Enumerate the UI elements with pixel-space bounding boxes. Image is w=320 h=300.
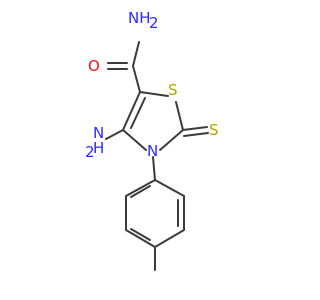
- label-amino-hydrogen-subscript: 2: [85, 143, 95, 161]
- label-amide-nitrogen: NH: [128, 9, 151, 27]
- bond-ph-6: [125, 179, 156, 197]
- molecule-diagram: NH 2 O S S N N H 2: [85, 9, 219, 271]
- bond-c2-n3: [159, 129, 184, 151]
- bond-thione-2: [183, 132, 209, 137]
- bond-c4-c5-2: [130, 97, 146, 129]
- bond-n3-c4: [122, 129, 147, 151]
- bond-c4-c5-1: [122, 91, 141, 131]
- label-amide-oxygen: O: [88, 57, 100, 75]
- atom-labels: NH 2 O S S N N H 2: [85, 9, 219, 161]
- bond-amide-n: [132, 41, 140, 67]
- bond-c5-s1: [139, 91, 169, 97]
- bond-amide-c5: [132, 65, 141, 93]
- label-amino-nitrogen: N: [93, 124, 104, 142]
- label-ring-nitrogen: N: [147, 142, 158, 160]
- bond-s1-c2: [175, 101, 184, 131]
- label-thione-sulfur: S: [209, 121, 219, 139]
- bond-ph-4: [125, 229, 156, 248]
- bond-ph-inner-2: [130, 228, 151, 241]
- bond-ph-3: [154, 229, 185, 248]
- bond-thione-1: [182, 126, 208, 131]
- bond-n3-ph: [152, 156, 156, 181]
- label-amino-hydrogen: H: [93, 139, 104, 157]
- bonds: [105, 41, 209, 271]
- bond-c4-amino: [105, 129, 124, 140]
- bond-ph-inner-3: [130, 185, 151, 198]
- label-ring-sulfur: S: [168, 81, 178, 99]
- bond-ph-1: [154, 179, 185, 197]
- label-amide-nitrogen-subscript: 2: [149, 14, 159, 32]
